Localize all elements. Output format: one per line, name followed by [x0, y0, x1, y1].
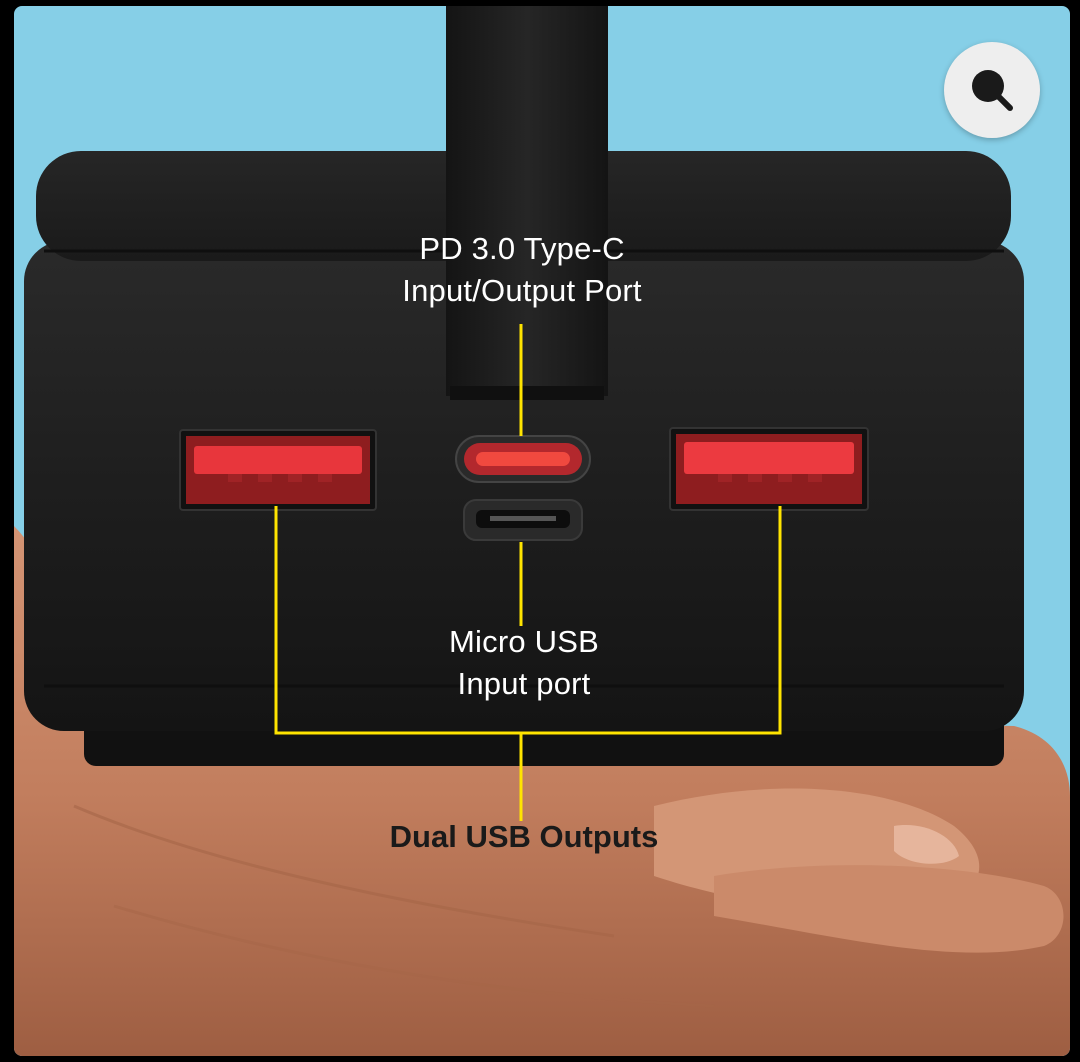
zoom-button[interactable]	[944, 42, 1040, 138]
product-image-viewer[interactable]: PD 3.0 Type-C Input/Output Port Micro US…	[14, 6, 1070, 1056]
palm-crease	[73, 804, 615, 938]
callout-lines	[274, 324, 782, 821]
power-bank-body	[24, 241, 1024, 731]
product-photo	[14, 6, 1070, 1056]
usb-a-port-left	[179, 429, 377, 511]
micro-usb-port	[463, 499, 583, 541]
type-c-label-line1: PD 3.0 Type-C	[419, 231, 625, 266]
lanyard-strap	[446, 6, 608, 396]
magnifier-icon	[972, 70, 1013, 111]
micro-usb-label: Micro USB Input port	[404, 621, 644, 705]
type-c-label: PD 3.0 Type-C Input/Output Port	[372, 228, 672, 312]
type-c-label-line2: Input/Output Port	[402, 273, 642, 308]
micro-usb-label-line1: Micro USB	[449, 624, 599, 659]
palm-crease-2	[113, 904, 715, 1008]
usb-a-port-right	[669, 427, 869, 511]
dual-usb-label: Dual USB Outputs	[389, 819, 659, 854]
finger-2	[714, 865, 1064, 953]
micro-usb-label-line2: Input port	[457, 666, 591, 701]
fingernail	[894, 825, 959, 864]
type-c-port	[455, 435, 591, 483]
